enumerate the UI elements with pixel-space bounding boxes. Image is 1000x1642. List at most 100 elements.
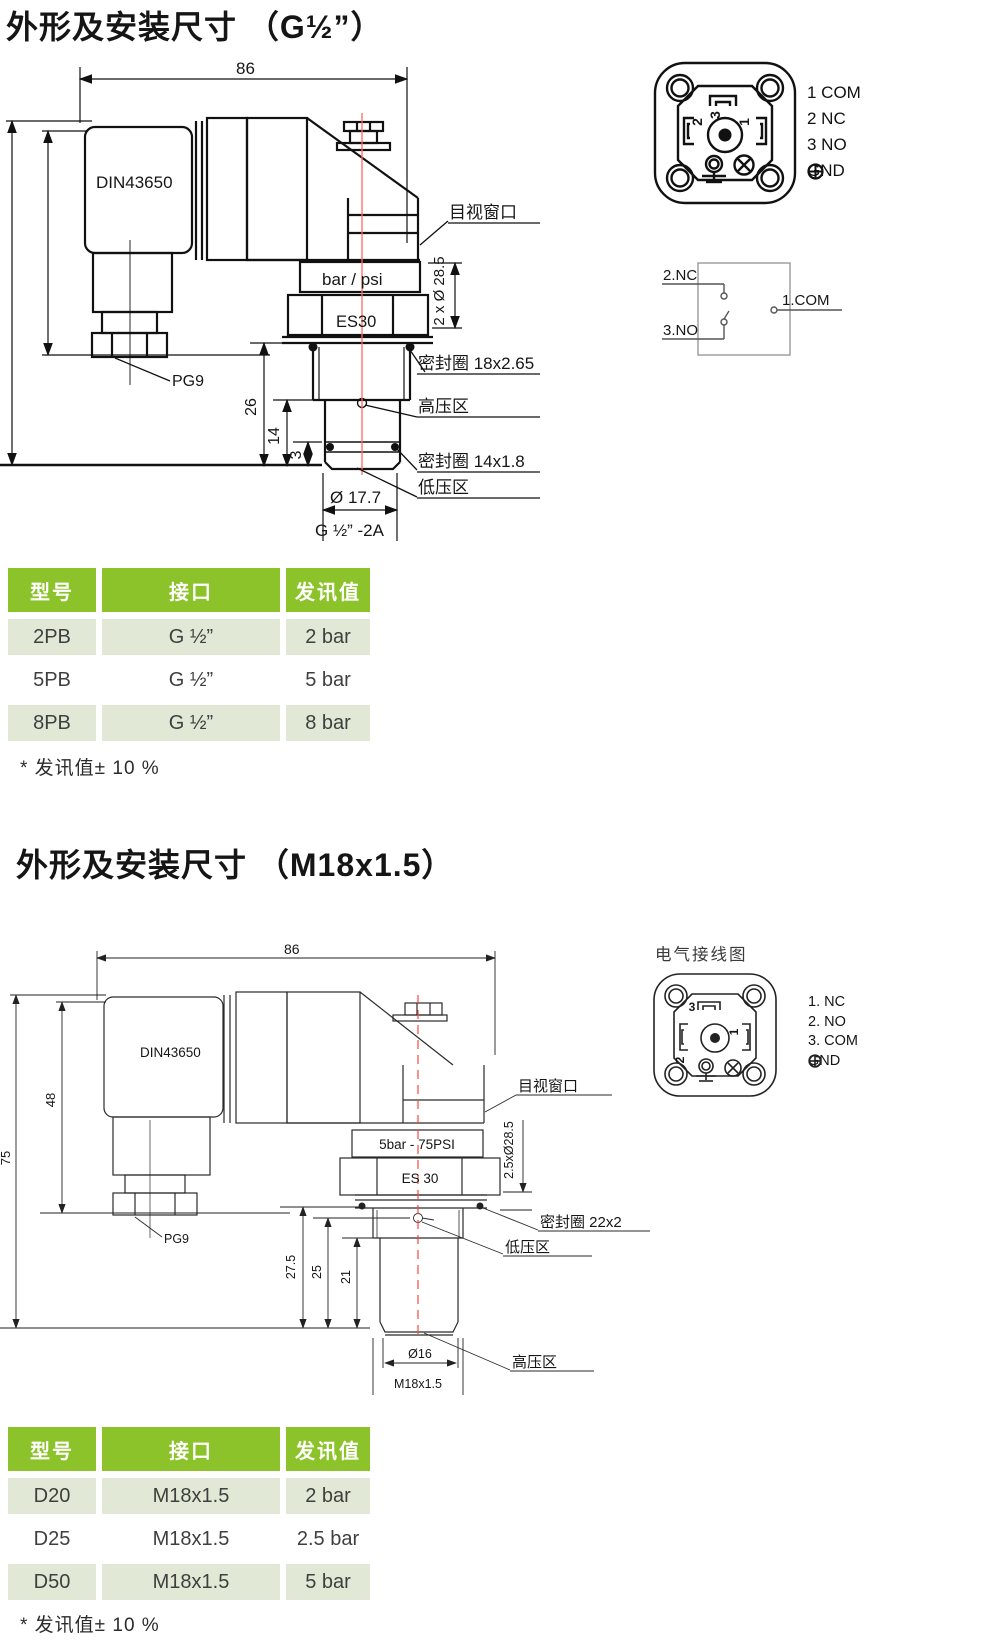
legend-item: 1. NC xyxy=(808,994,846,1010)
dimension-lines xyxy=(0,951,532,1395)
table-header-model: 型号 xyxy=(8,1427,96,1471)
dim-21-label: 21 xyxy=(339,1270,353,1284)
wrench-size-label: ES 30 xyxy=(402,1171,439,1186)
circuit-no-label: 3.NO xyxy=(663,322,698,339)
dim-275-label: 27.5 xyxy=(284,1255,298,1279)
dim-48-label: 48 xyxy=(43,1093,58,1107)
seal-label: 密封圈 22x2 xyxy=(540,1214,622,1231)
table-cell: D50 xyxy=(8,1564,96,1600)
table-header-model: 型号 xyxy=(8,568,96,612)
thread-label: G ½” -2A xyxy=(315,521,385,540)
wrench-size-label: ES30 xyxy=(336,313,376,331)
table-cell: D25 xyxy=(33,1527,71,1550)
scale-label: bar / psi xyxy=(322,270,382,289)
dim-14-label: 14 xyxy=(266,427,283,445)
legend-item: 1 COM xyxy=(807,83,861,102)
ground-icon xyxy=(807,162,824,180)
wiring-diagram-title: 电气接线图 xyxy=(655,946,748,964)
mechanical-drawing-m18: 86 75 48 DIN43650 PG9 5bar - 75PSI ES 30… xyxy=(0,941,650,1395)
table-cell: G ½” xyxy=(102,705,280,741)
table-header-port: 接口 xyxy=(102,568,280,612)
drawing-labels: 86 DIN43650 PG9 bar / psi ES30 目视窗口 2 x … xyxy=(96,59,534,540)
dim-25-label: 25 xyxy=(310,1265,324,1279)
pin2-contact xyxy=(679,1023,688,1051)
section-title-m18: 外形及安装尺寸 （M18x1.5） xyxy=(16,847,455,883)
mechanical-drawing-g12: 86 DIN43650 PG9 bar / psi ES30 目视窗口 2 x … xyxy=(0,59,540,541)
dim-86-label: 86 xyxy=(284,941,300,957)
pg9-label: PG9 xyxy=(164,1232,189,1246)
stem-diameter-label: Ø 17.7 xyxy=(330,488,381,507)
table-cell: 2.5 bar xyxy=(296,1527,360,1550)
dimension-lines xyxy=(6,67,462,541)
thread-label: M18x1.5 xyxy=(394,1377,442,1391)
spec-table-g12: 型号 接口 发讯值 2PB G ½” 2 bar 5PB G ½” 5 bar … xyxy=(8,568,370,741)
dim-75-label: 75 xyxy=(0,1151,13,1165)
pin3-contact xyxy=(697,1001,721,1010)
pin3-number: 3 xyxy=(707,111,723,119)
drawing-labels: 86 75 48 DIN43650 PG9 5bar - 75PSI ES 30… xyxy=(0,941,622,1391)
connector-face-diagram-g12: 2 3 1 xyxy=(653,61,797,205)
pg9-label: PG9 xyxy=(172,373,204,390)
section-title-g12: 外形及安装尺寸 （G½”） xyxy=(6,9,384,45)
low-pressure-label: 低压区 xyxy=(505,1239,550,1256)
connector-face-diagram-m18: 3 2 1 xyxy=(653,973,777,1097)
pinout-legend-m18: 1. NC 2. NO 3. COM GND xyxy=(808,993,858,1071)
callout-leaders xyxy=(114,220,540,499)
table-cell: 8PB xyxy=(8,705,96,741)
pin3-number: 3 xyxy=(689,1000,696,1014)
pin1-number: 1 xyxy=(727,1028,741,1035)
pin2-number: 2 xyxy=(689,118,705,126)
table-cell: 8 bar xyxy=(286,705,370,741)
pin-numbers: 3 2 1 xyxy=(673,1000,741,1063)
table-cell: 2 bar xyxy=(286,619,370,655)
legend-item: 3. COM xyxy=(808,1033,858,1049)
din-connector-label: DIN43650 xyxy=(96,173,173,192)
pin-numbers: 2 3 1 xyxy=(689,111,752,126)
table-cell: M18x1.5 xyxy=(102,1564,280,1600)
legend-item: 2. NO xyxy=(808,1013,846,1030)
pin2-contact xyxy=(682,116,694,146)
table-cell: 5 bar xyxy=(286,1564,370,1600)
spec-table-m18: 型号 接口 发讯值 D20 M18x1.5 2 bar D25 M18x1.5 … xyxy=(8,1427,370,1600)
upper-seal-label: 密封圈 18x2.65 xyxy=(418,354,534,373)
mount-holes-label: 2 x Ø 28.5 xyxy=(431,256,448,325)
table-cell: 2PB xyxy=(8,619,96,655)
low-pressure-label: 低压区 xyxy=(418,478,469,497)
o-ring-seals xyxy=(358,1202,484,1210)
table-cell: 5 bar xyxy=(305,668,351,691)
lower-seal-label: 密封圈 14x1.8 xyxy=(418,452,525,471)
tolerance-note-g12: * 发讯值± 10 % xyxy=(20,758,160,779)
table-cell: D20 xyxy=(8,1478,96,1514)
table-cell: 2 bar xyxy=(286,1478,370,1514)
pinout-legend-g12: 1 COM 2 NC 3 NO GND xyxy=(807,80,861,184)
pin1-contact xyxy=(742,1023,751,1051)
mount-holes-label: 2.5xØ28.5 xyxy=(502,1121,516,1179)
table-header-port: 接口 xyxy=(102,1427,280,1471)
dim-86-label: 86 xyxy=(236,59,255,78)
high-pressure-label: 高压区 xyxy=(512,1354,557,1371)
sight-window-label: 目视窗口 xyxy=(518,1077,578,1095)
din-connector-label: DIN43650 xyxy=(140,1045,201,1060)
high-pressure-label: 高压区 xyxy=(418,397,469,416)
scale-label: 5bar - 75PSI xyxy=(379,1137,455,1152)
sight-window-label: 目视窗口 xyxy=(449,203,517,222)
table-cell: G ½” xyxy=(102,619,280,655)
device-outline xyxy=(0,116,433,471)
dim-3-label: 3 xyxy=(288,450,305,459)
legend-item-gnd: GND xyxy=(808,1052,858,1072)
circuit-nc-label: 2.NC xyxy=(663,267,697,284)
table-header-setpoint: 发讯值 xyxy=(286,568,370,612)
legend-item: 3 NO xyxy=(807,135,847,154)
stem-diameter-label: Ø16 xyxy=(408,1347,432,1361)
table-cell: 5PB xyxy=(33,668,71,691)
table-cell: G ½” xyxy=(168,668,214,691)
circuit-labels: 2.NC 3.NO 1.COM xyxy=(663,267,830,339)
legend-item: 2 NC xyxy=(807,109,846,128)
legend-gnd-label: GND xyxy=(808,1052,841,1069)
circuit-com-label: 1.COM xyxy=(782,292,830,309)
pin1-number: 1 xyxy=(736,118,752,126)
callout-leaders xyxy=(134,1094,650,1372)
pin3-contact xyxy=(708,94,738,106)
table-header-setpoint: 发讯值 xyxy=(286,1427,370,1471)
